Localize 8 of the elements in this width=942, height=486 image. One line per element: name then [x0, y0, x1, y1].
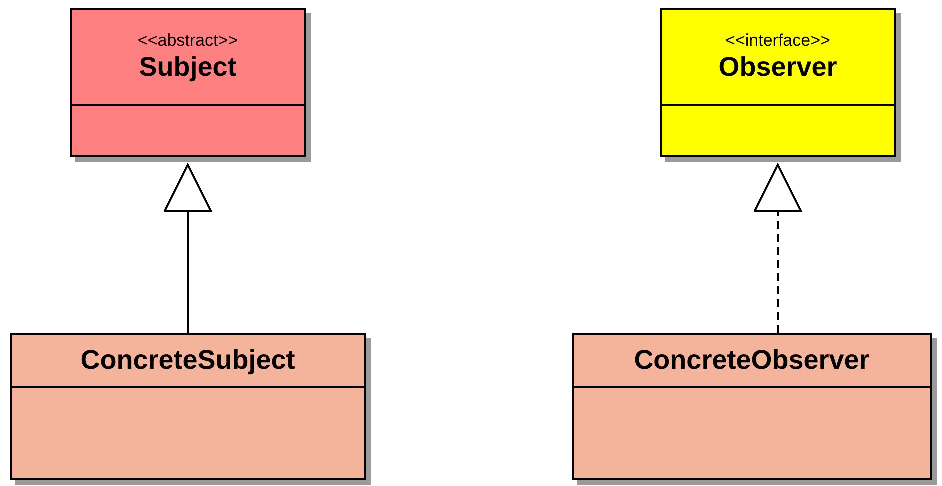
class-name: ConcreteObserver	[634, 344, 870, 377]
class-name: ConcreteSubject	[80, 344, 296, 377]
inheritance-arrow	[164, 164, 212, 333]
class-name: Subject	[139, 50, 237, 84]
class-name: Observer	[718, 50, 838, 84]
stereotype-label: <<abstract>>	[138, 30, 238, 51]
stereotype-label: <<interface>>	[726, 30, 830, 51]
realization-arrow	[754, 164, 802, 333]
